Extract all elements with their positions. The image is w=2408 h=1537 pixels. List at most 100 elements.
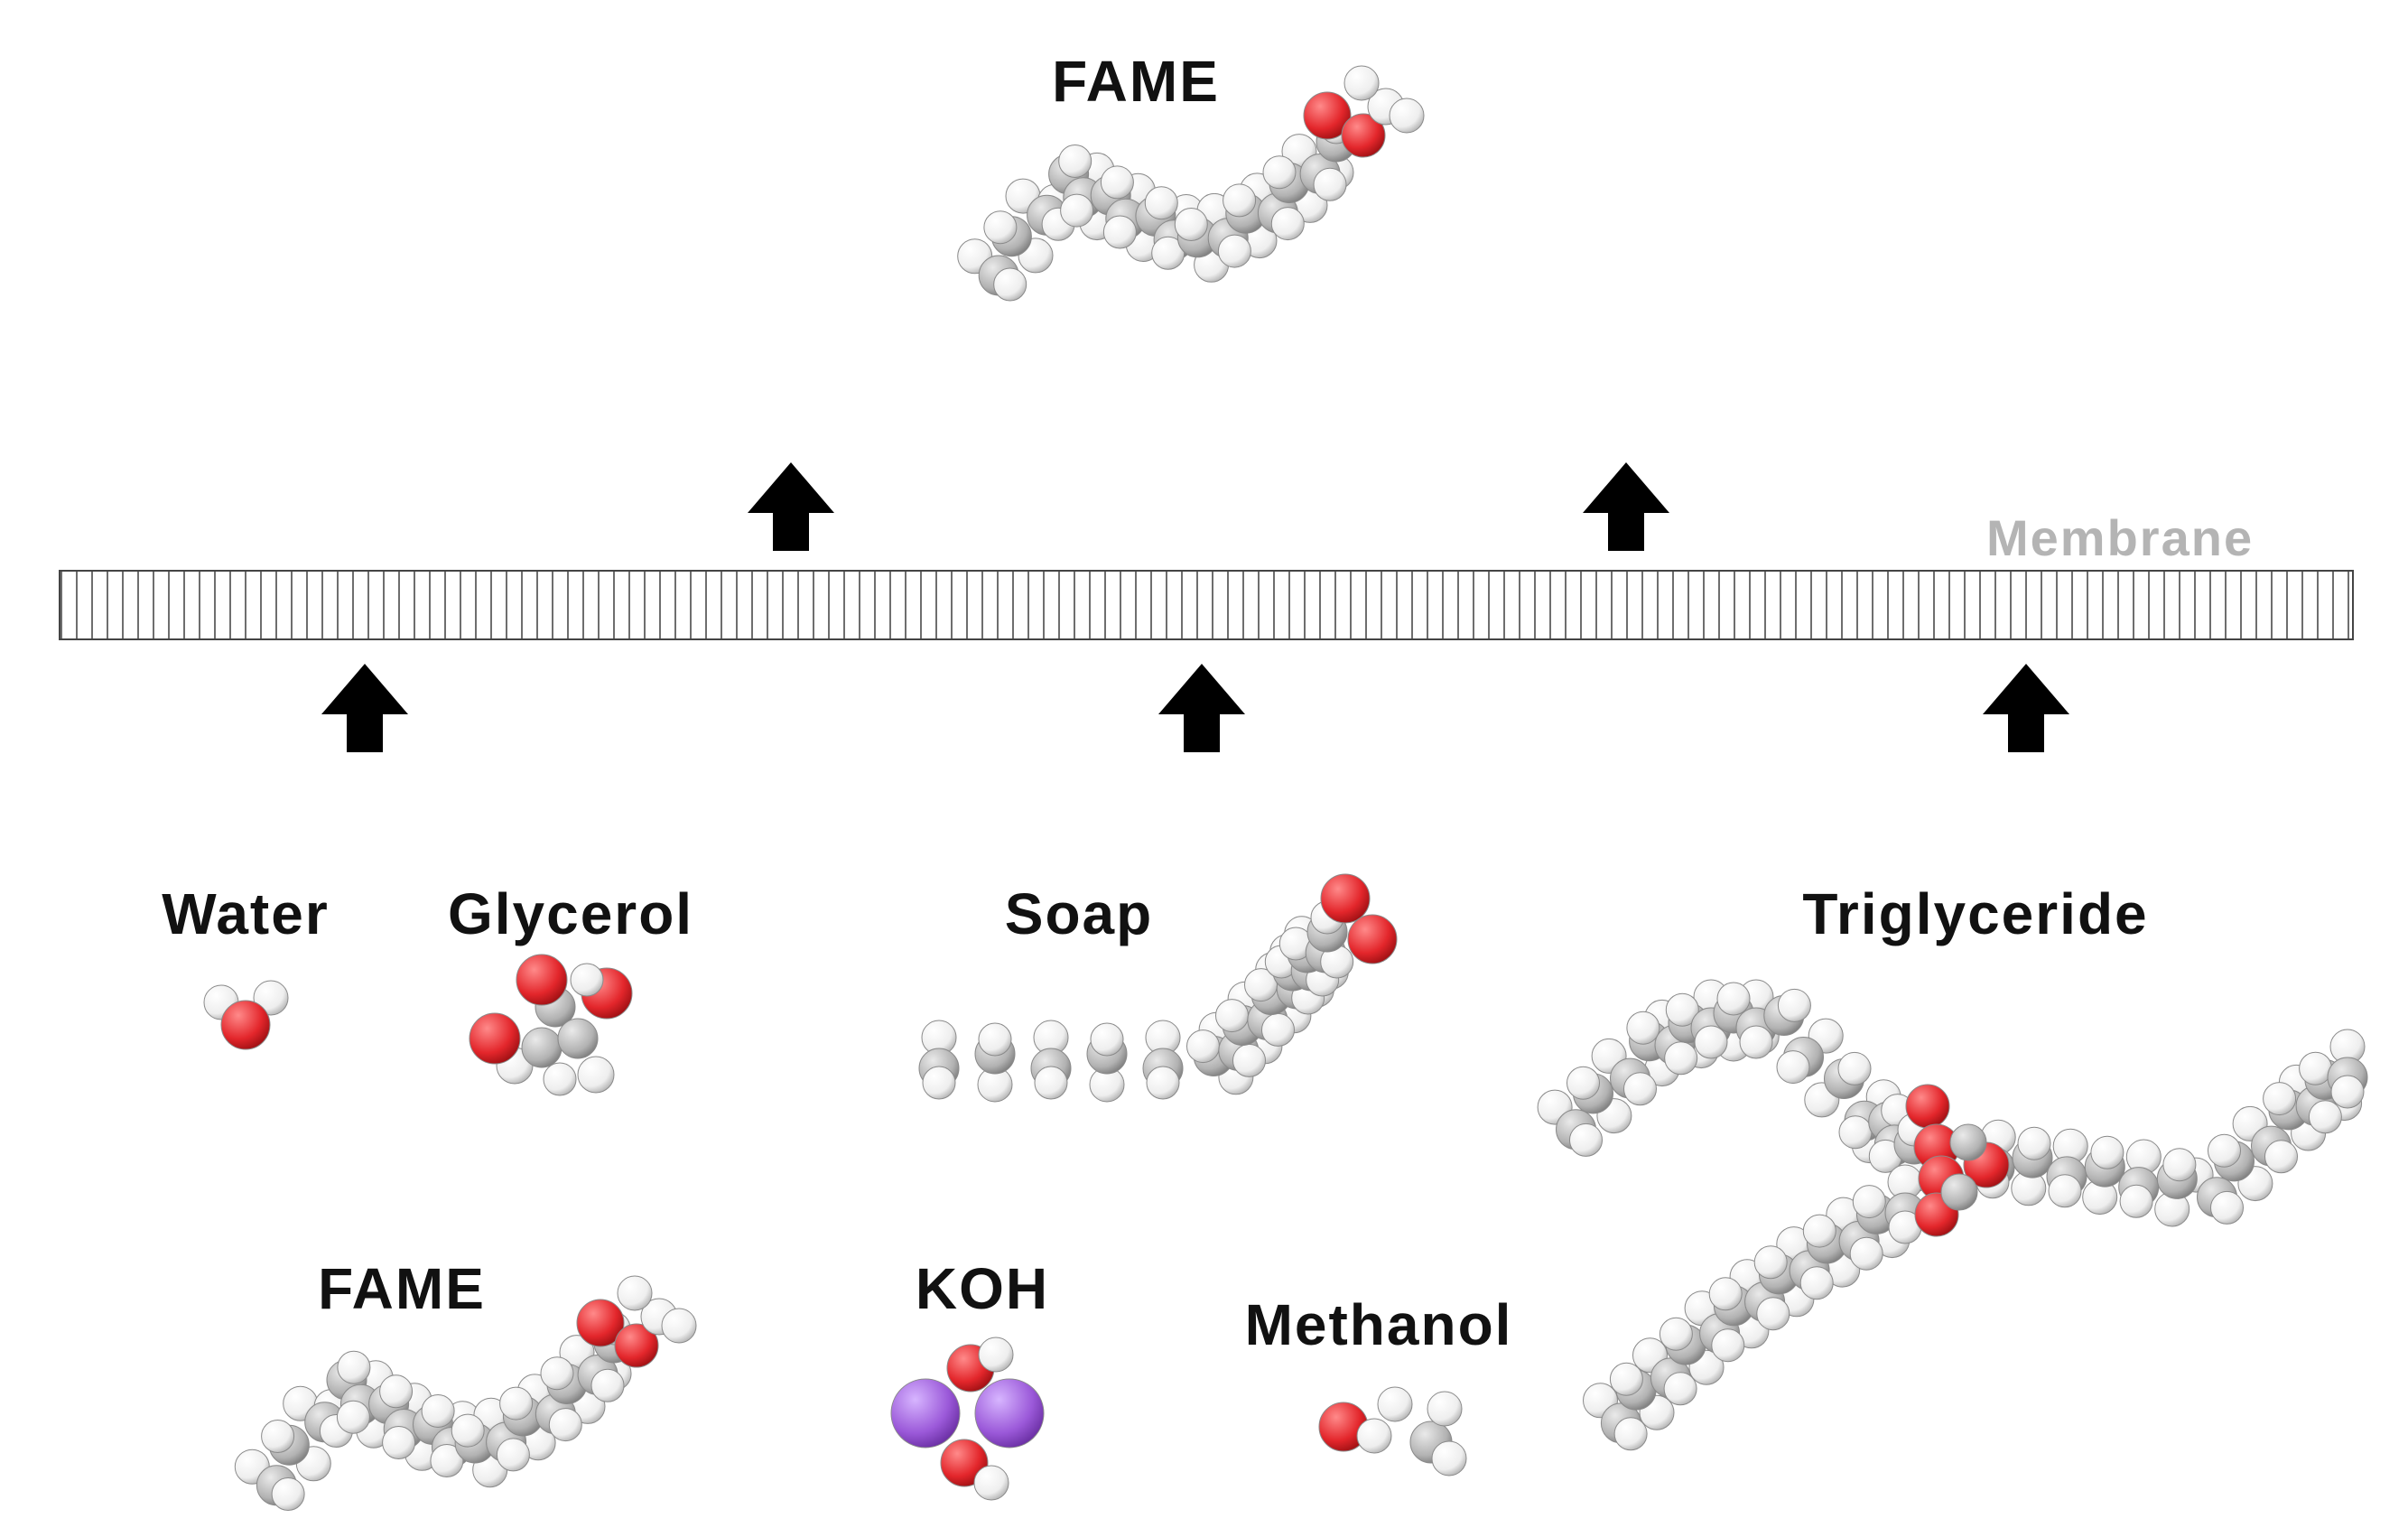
methanol-molecule <box>1318 1386 1467 1476</box>
water-molecule <box>203 980 289 1050</box>
hydrogen-atom <box>1090 1022 1124 1057</box>
hydrogen-atom <box>1174 208 1208 241</box>
hydrogen-atom <box>1849 1236 1883 1271</box>
hydrogen-atom <box>1270 207 1305 241</box>
potassium-atom <box>974 1378 1045 1449</box>
hydrogen-atom <box>1613 1417 1648 1451</box>
hydrogen-atom <box>1609 1362 1643 1396</box>
hydrogen-atom <box>2264 1140 2298 1174</box>
carbon-atom <box>521 1027 562 1068</box>
hydrogen-atom <box>2208 1133 2241 1168</box>
hydrogen-atom <box>1799 1266 1834 1300</box>
hydrogen-atom <box>1060 193 1094 228</box>
oxygen-atom <box>1347 914 1398 964</box>
hydrogen-atom <box>2263 1082 2297 1116</box>
hydrogen-atom <box>1665 992 1699 1027</box>
up-arrow-icon <box>1983 664 2069 752</box>
hydrogen-atom <box>1034 1066 1068 1100</box>
hydrogen-atom <box>1569 1122 1603 1157</box>
hydrogen-atom <box>577 1056 615 1094</box>
hydrogen-atom <box>1838 1115 1873 1150</box>
up-arrow-icon <box>1583 462 1669 551</box>
glycerol-molecule <box>469 954 633 1096</box>
hydrogen-atom <box>1146 1066 1180 1100</box>
hydrogen-atom <box>1144 186 1178 220</box>
hydrogen-atom <box>421 1394 455 1428</box>
hydrogen-atom <box>1223 183 1257 218</box>
hydrogen-atom <box>1431 1440 1467 1476</box>
up-arrow-icon <box>1158 664 1245 752</box>
hydrogen-atom <box>570 963 604 997</box>
fame-bottom-label: FAME <box>318 1256 486 1321</box>
up-arrow-icon <box>321 664 408 752</box>
hydrogen-atom <box>2330 1075 2365 1109</box>
hydrogen-atom <box>1389 98 1425 134</box>
hydrogen-atom <box>1261 1012 1295 1047</box>
hydrogen-atom <box>993 267 1027 302</box>
membrane-label: Membrane <box>1986 509 2255 566</box>
koh-molecule <box>890 1337 1045 1501</box>
oxygen-atom <box>576 1299 625 1347</box>
hydrogen-atom <box>1232 1043 1266 1077</box>
hydrogen-atom <box>973 1465 1009 1501</box>
hydrogen-atom <box>1356 1418 1392 1454</box>
hydrogen-atom <box>1343 65 1380 101</box>
oxygen-atom <box>614 1323 659 1368</box>
hydrogen-atom <box>1626 1011 1660 1045</box>
hydrogen-atom <box>430 1444 464 1477</box>
hydrogen-atom <box>1777 988 1811 1022</box>
hydrogen-atom <box>1837 1051 1872 1085</box>
hydrogen-atom <box>548 1408 582 1442</box>
hydrogen-atom <box>2119 1184 2153 1218</box>
potassium-atom <box>890 1378 961 1449</box>
hydrogen-atom <box>1215 999 1249 1033</box>
hydrogen-atom <box>1776 1050 1810 1085</box>
hydrogen-atom <box>1694 1025 1728 1059</box>
hydrogen-atom <box>337 1350 371 1384</box>
hydrogen-atom <box>1739 1025 1773 1059</box>
hydrogen-atom <box>1102 215 1137 249</box>
hydrogen-atom <box>261 1420 295 1453</box>
hydrogen-atom <box>1567 1066 1600 1100</box>
carbon-atom <box>1949 1123 1987 1161</box>
hydrogen-atom <box>1313 167 1347 201</box>
soap-molecule <box>918 873 1398 1103</box>
hydrogen-atom <box>496 1438 530 1472</box>
hydrogen-atom <box>590 1368 625 1402</box>
hydrogen-atom <box>2048 1174 2082 1208</box>
hydrogen-atom <box>983 210 1018 245</box>
hydrogen-atom <box>1802 1214 1836 1248</box>
hydrogen-atom <box>1427 1391 1463 1427</box>
hydrogen-atom <box>617 1275 653 1311</box>
hydrogen-atom <box>1262 155 1297 190</box>
hydrogen-atom <box>2017 1126 2051 1160</box>
oxygen-atom <box>469 1012 521 1065</box>
carbon-atom <box>557 1018 599 1059</box>
hydrogen-atom <box>1186 1029 1220 1064</box>
oxygen-atom <box>516 954 568 1006</box>
hydrogen-atom <box>1100 165 1134 200</box>
fame-molecule-bottom <box>234 1275 697 1511</box>
fame-molecule-top <box>957 65 1425 302</box>
hydrogen-atom <box>1708 1277 1743 1311</box>
hydrogen-atom <box>540 1356 574 1391</box>
hydrogen-atom <box>2299 1051 2333 1085</box>
hydrogen-atom <box>1753 1245 1788 1280</box>
hydrogen-atom <box>922 1066 956 1100</box>
hydrogen-atom <box>1716 982 1751 1016</box>
hydrogen-atom <box>2210 1190 2244 1225</box>
hydrogen-atom <box>1058 144 1092 178</box>
hydrogen-atom <box>543 1062 577 1096</box>
membrane-bar <box>59 570 2354 640</box>
hydrogen-atom <box>2308 1100 2342 1134</box>
hydrogen-atom <box>978 1337 1014 1373</box>
hydrogen-atom <box>1659 1317 1693 1351</box>
hydrogen-atom <box>1151 236 1185 270</box>
oxygen-atom <box>1320 873 1371 924</box>
hydrogen-atom <box>253 980 289 1016</box>
hydrogen-atom <box>1852 1185 1886 1219</box>
hydrogen-atom <box>1377 1386 1413 1422</box>
hydrogen-atom <box>1756 1297 1790 1331</box>
hydrogen-atom <box>379 1374 414 1409</box>
